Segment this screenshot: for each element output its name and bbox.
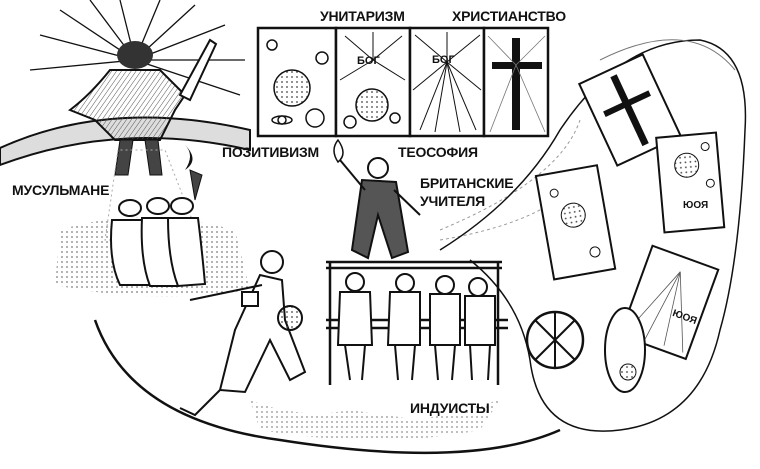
seated-muslims — [110, 197, 207, 288]
panel-god-label-2: БОГ — [432, 54, 455, 66]
panel-god-earth — [339, 32, 406, 129]
floating-card-rays — [618, 244, 720, 361]
panel-god-rays — [412, 32, 482, 133]
label-unitarianism: УНИТАРИЗМ — [320, 8, 405, 24]
swirl-cloud — [439, 39, 747, 432]
panel-god-label-1: БОГ — [357, 55, 380, 67]
hill-shape — [0, 116, 251, 167]
floating-oval — [604, 307, 646, 393]
label-british-teachers-1: БРИТАНСКИЕ — [420, 175, 514, 191]
torch-flame — [333, 138, 344, 164]
ground-shadow — [250, 400, 500, 440]
running-hindu — [179, 250, 307, 417]
crescent-symbol — [185, 145, 193, 170]
british-teacher — [339, 157, 421, 260]
label-positivism: ПОЗИТИВИЗМ — [222, 144, 320, 160]
label-muslims: МУСУЛЬМАНЕ — [12, 182, 110, 198]
card-mirror-label-1: ЮОЯ — [683, 200, 709, 211]
label-christianity: ХРИСТИАНСТВО — [452, 8, 566, 24]
seated-students — [336, 272, 496, 381]
prophet-figure — [67, 38, 218, 176]
label-hindus: ИНДУИСТЫ — [410, 400, 490, 416]
floating-circle-shattered — [525, 310, 585, 370]
floating-card-planets — [655, 131, 726, 234]
panel-cosmos — [266, 39, 329, 128]
label-british-teachers-2: УЧИТЕЛЯ — [420, 193, 485, 209]
label-theosophy: ТЕОСОФИЯ — [398, 144, 478, 160]
floating-card-earth — [534, 164, 617, 281]
teaching-beam — [439, 119, 581, 231]
path-arc — [93, 319, 561, 455]
panel-cross — [487, 35, 546, 133]
